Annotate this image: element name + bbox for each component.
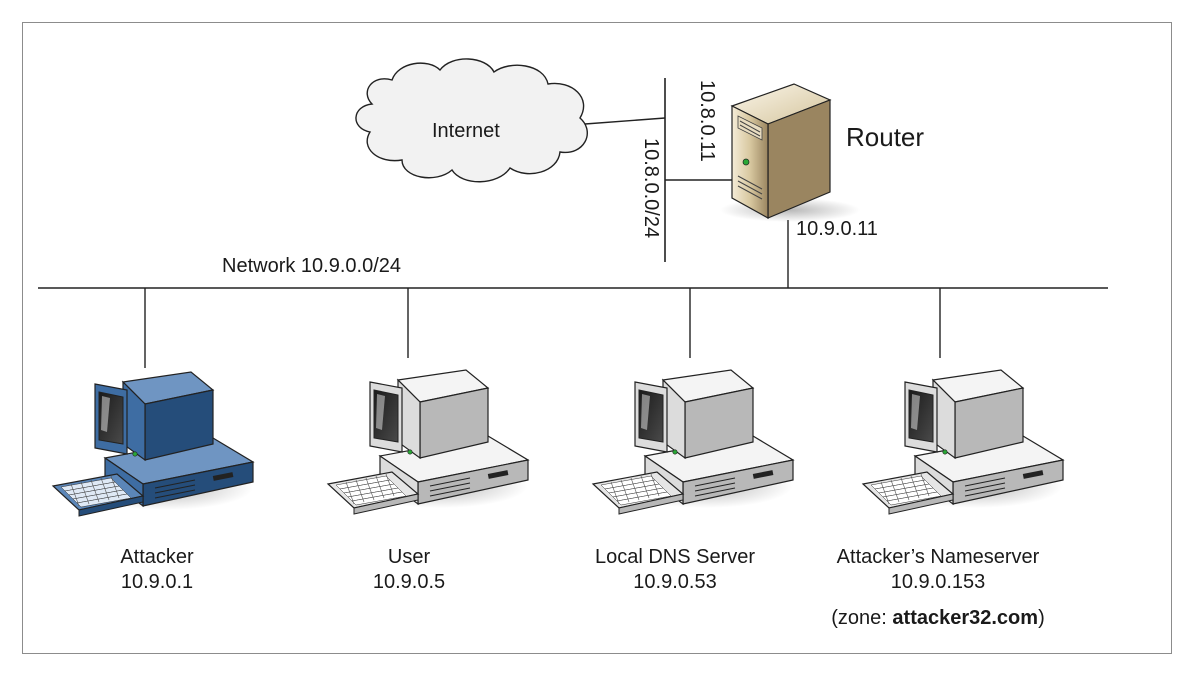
attacker-ip: 10.9.0.1 bbox=[120, 571, 194, 593]
nameserver-name: Attacker’s Nameserver bbox=[836, 546, 1040, 568]
user-computer-icon bbox=[327, 369, 529, 515]
internet-label: Internet bbox=[432, 120, 500, 142]
dns-server-ip: 10.9.0.53 bbox=[633, 571, 717, 593]
user-ip: 10.9.0.5 bbox=[372, 571, 446, 593]
internet-cloud-icon bbox=[355, 58, 588, 183]
nameserver-computer-icon bbox=[862, 369, 1064, 515]
lan-network-label: Network 10.9.0.0/24 bbox=[222, 255, 401, 277]
dns-server-computer-icon bbox=[592, 369, 794, 515]
router-server-icon bbox=[720, 83, 860, 222]
attacker-computer-icon bbox=[52, 371, 254, 517]
diagram-frame bbox=[22, 22, 1172, 654]
router-label: Router bbox=[846, 122, 925, 152]
zone-label: (zone: attacker32.com) bbox=[831, 607, 1045, 629]
wan-network-label: 10.8.0.0/24 bbox=[640, 138, 662, 239]
router-wan-ip: 10.8.0.11 bbox=[696, 80, 718, 162]
zone-domain: attacker32.com bbox=[892, 607, 1039, 629]
router-lan-ip: 10.9.0.11 bbox=[796, 218, 878, 240]
user-name: User bbox=[387, 546, 431, 568]
dns-server-name: Local DNS Server bbox=[594, 546, 756, 568]
nameserver-ip: 10.9.0.153 bbox=[890, 571, 986, 593]
internet-link bbox=[584, 117, 666, 125]
attacker-name: Attacker bbox=[120, 546, 194, 568]
